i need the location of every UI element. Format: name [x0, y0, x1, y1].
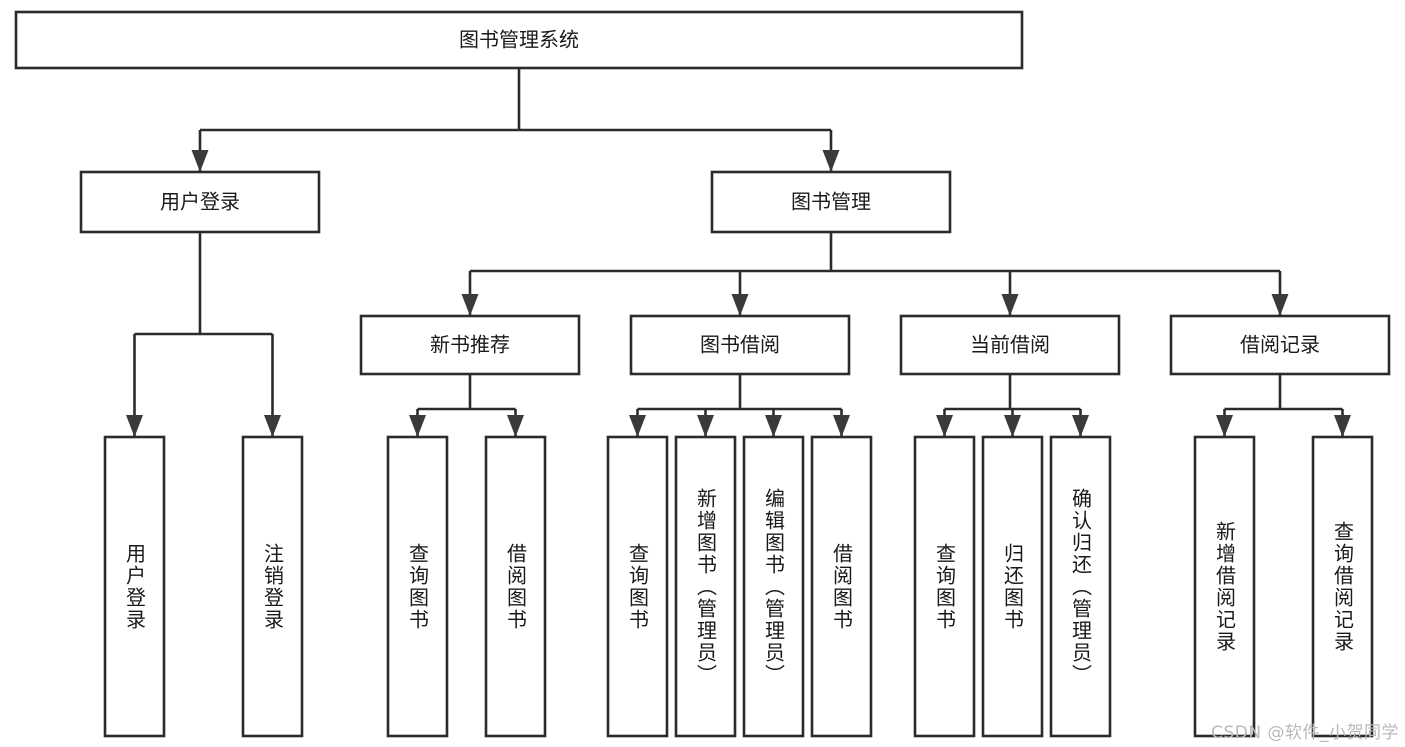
- node-label: 图书借阅: [700, 333, 780, 357]
- node-root[interactable]: [14, 10, 1024, 70]
- watermark-text: CSDN @软件_小贺同学: [1211, 723, 1399, 743]
- node-leaf-query-book-2[interactable]: [606, 435, 669, 738]
- node-leaf-add-record[interactable]: [1193, 435, 1256, 738]
- node-leaf-query-book-3[interactable]: [913, 435, 976, 738]
- arrow-head-icon: [1334, 415, 1351, 437]
- node-leaf-borrow-book-1[interactable]: [484, 435, 547, 738]
- arrow-head-icon: [833, 415, 850, 437]
- node-book-borrow[interactable]: [629, 314, 851, 376]
- node-leaf-query-record[interactable]: [1311, 435, 1374, 738]
- node-leaf-return-book[interactable]: [981, 435, 1044, 738]
- node-leaf-confirm-return[interactable]: [1049, 435, 1112, 738]
- node-leaf-user-login[interactable]: [103, 435, 166, 738]
- node-user-login[interactable]: [79, 170, 321, 234]
- connectors-layer: [126, 68, 1351, 437]
- arrow-head-icon: [507, 415, 524, 437]
- node-leaf-logout[interactable]: [241, 435, 304, 738]
- node-label: 当前借阅: [970, 333, 1050, 357]
- node-label: 新书推荐: [430, 333, 510, 357]
- arrow-head-icon: [1072, 415, 1089, 437]
- arrow-head-icon: [1004, 415, 1021, 437]
- node-book-manage[interactable]: [710, 170, 952, 234]
- arrow-head-icon: [191, 150, 209, 172]
- arrow-head-icon: [731, 294, 749, 316]
- arrow-head-icon: [629, 415, 646, 437]
- node-current-borrow[interactable]: [899, 314, 1121, 376]
- node-leaf-query-book-1[interactable]: [386, 435, 449, 738]
- arrow-head-icon: [461, 294, 479, 316]
- node-label: 图书管理: [791, 190, 871, 214]
- arrow-head-icon: [697, 415, 714, 437]
- node-label: 借阅记录: [1240, 333, 1320, 357]
- node-new-book-recommend[interactable]: [359, 314, 581, 376]
- arrow-head-icon: [264, 415, 281, 437]
- arrow-head-icon: [765, 415, 782, 437]
- node-leaf-add-book[interactable]: [674, 435, 737, 738]
- node-label: 图书管理系统: [459, 28, 579, 52]
- arrow-head-icon: [936, 415, 953, 437]
- boxes-layer: [14, 10, 1391, 738]
- arrow-head-icon: [822, 150, 840, 172]
- node-leaf-edit-book[interactable]: [742, 435, 805, 738]
- arrow-head-icon: [409, 415, 426, 437]
- node-borrow-record[interactable]: [1169, 314, 1391, 376]
- node-leaf-borrow-book-2[interactable]: [810, 435, 873, 738]
- node-label: 用户登录: [160, 190, 240, 214]
- arrow-head-icon: [1216, 415, 1233, 437]
- arrow-head-icon: [1271, 294, 1289, 316]
- arrow-head-icon: [126, 415, 143, 437]
- arrow-head-icon: [1001, 294, 1019, 316]
